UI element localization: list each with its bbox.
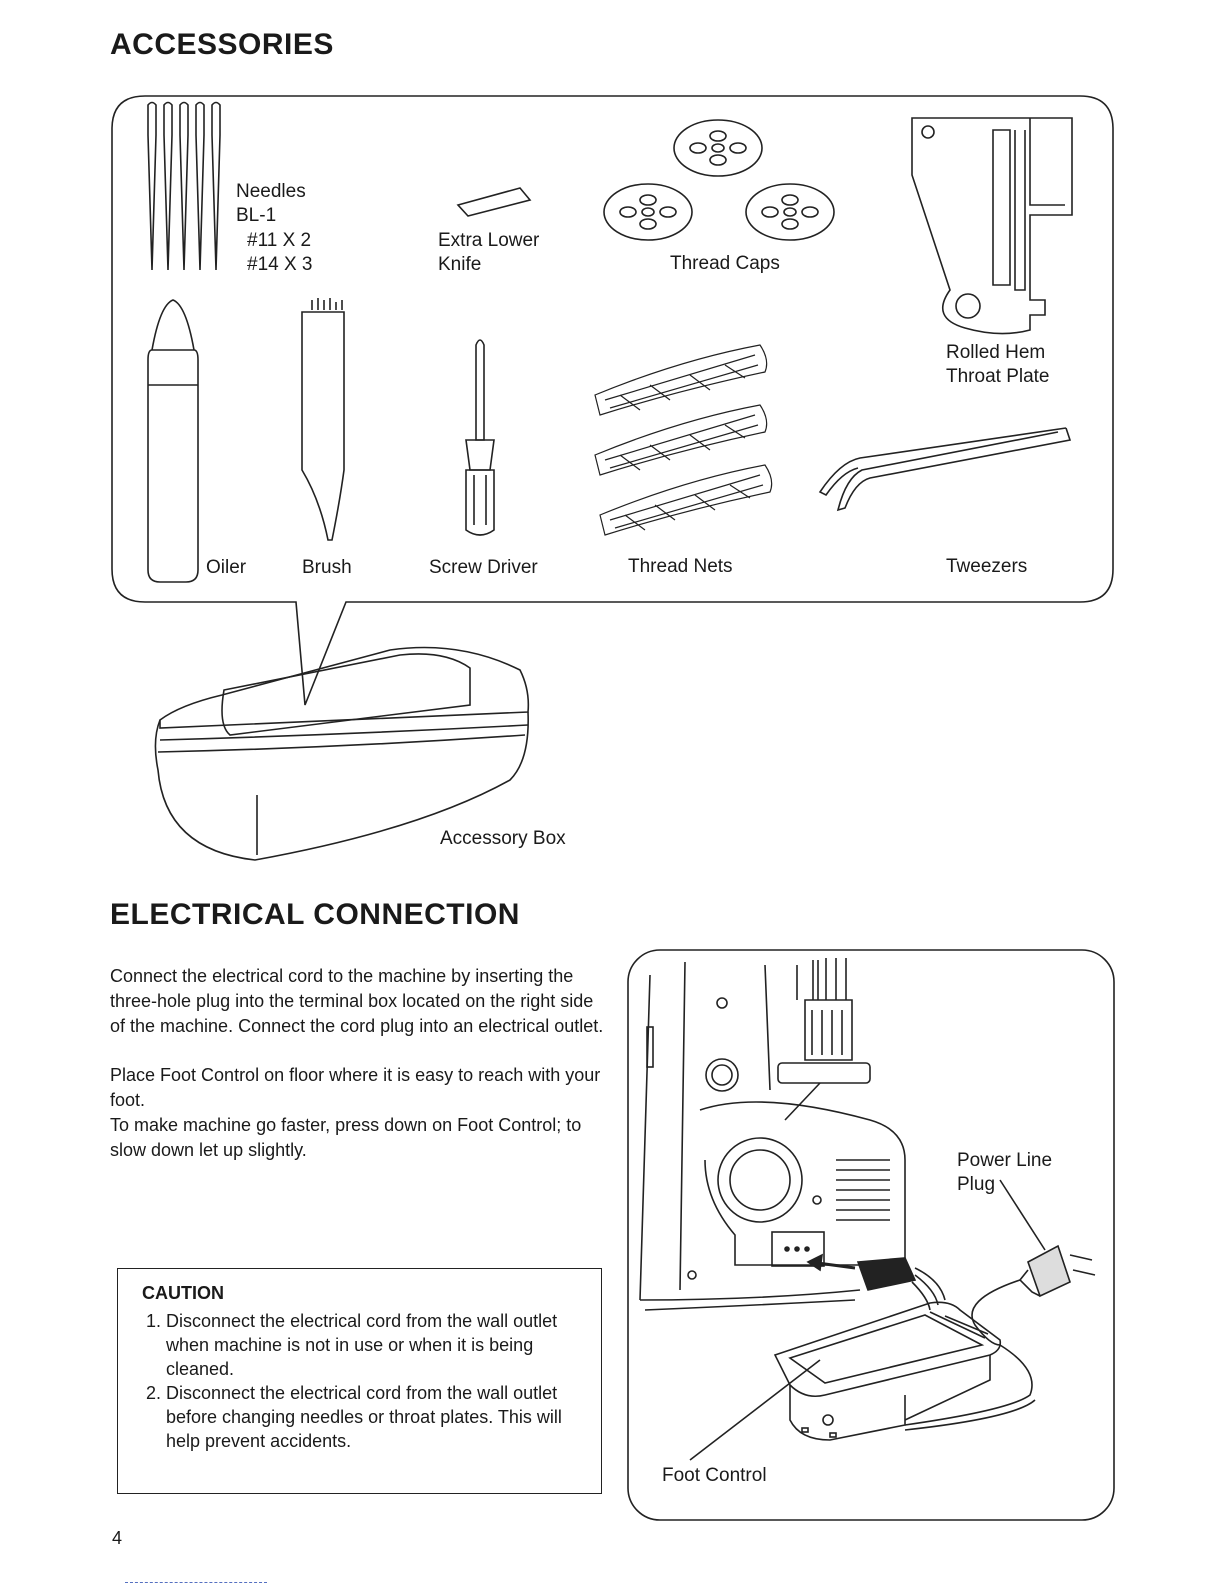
terminal-connector-icon	[806, 1253, 946, 1311]
accessories-panel	[111, 95, 1114, 706]
caution-item-1: Disconnect the electrical cord from the …	[166, 1309, 596, 1381]
caution-title: CAUTION	[142, 1283, 224, 1303]
oiler-label: Oiler	[206, 557, 247, 578]
extra-lower-knife-label-line1: Extra Lower	[438, 230, 540, 251]
rolled-hem-label-line2: Throat Plate	[946, 366, 1050, 387]
page-divider	[125, 1582, 267, 1583]
tweezers-icon	[818, 427, 1072, 512]
brush-icon	[301, 298, 345, 541]
accessories-illustration	[111, 95, 1114, 861]
thread-caps-label: Thread Caps	[670, 253, 780, 274]
rolled-hem-label-line1: Rolled Hem	[946, 342, 1046, 363]
accessories-title: ACCESSORIES	[110, 28, 334, 61]
caution-box: CAUTION Disconnect the electrical cord f…	[117, 1268, 602, 1494]
caution-list: Disconnect the electrical cord from the …	[142, 1309, 596, 1453]
thread-caps-icon	[603, 119, 835, 241]
screw-driver-label: Screw Driver	[429, 557, 538, 578]
oiler-icon	[147, 299, 199, 583]
foot-control-speed-text: To make machine go faster, press down on…	[110, 1115, 582, 1160]
foot-control-icon	[689, 1301, 1036, 1461]
electrical-connection-title: ELECTRICAL CONNECTION	[110, 898, 520, 931]
accessory-box-label: Accessory Box	[440, 828, 566, 849]
needles-type-label: BL-1	[236, 205, 277, 226]
sewing-machine-icon	[639, 958, 906, 1311]
needles-size2-label: #14 X 3	[247, 254, 313, 275]
foot-control-placement-text: Place Foot Control on floor where it is …	[110, 1065, 601, 1110]
brush-label: Brush	[302, 557, 352, 578]
needles-label: Needles	[236, 181, 306, 202]
thread-nets-icon	[594, 344, 773, 536]
tweezers-label: Tweezers	[946, 556, 1028, 577]
connect-paragraph: Connect the electrical cord to the machi…	[110, 966, 604, 1036]
power-line-plug-label-line1: Power Line	[957, 1150, 1053, 1171]
page-number: 4	[112, 1528, 123, 1548]
caution-item-2: Disconnect the electrical cord from the …	[166, 1381, 596, 1453]
foot-control-label: Foot Control	[662, 1465, 767, 1486]
thread-nets-label: Thread Nets	[628, 556, 733, 577]
accessory-box-icon	[154, 646, 530, 861]
extra-lower-knife-label-line2: Knife	[438, 254, 482, 275]
needles-size1-label: #11 X 2	[247, 230, 312, 251]
knife-icon	[456, 187, 532, 217]
screw-driver-icon	[465, 339, 495, 536]
power-line-plug-label-line2: Plug	[957, 1174, 996, 1195]
power-line-plug-icon	[971, 1179, 1096, 1346]
needles-icon	[147, 101, 221, 271]
rolled-hem-throat-plate-icon	[911, 117, 1073, 335]
electrical-instructions: Connect the electrical cord to the machi…	[110, 964, 605, 1187]
electrical-panel	[627, 949, 1115, 1521]
